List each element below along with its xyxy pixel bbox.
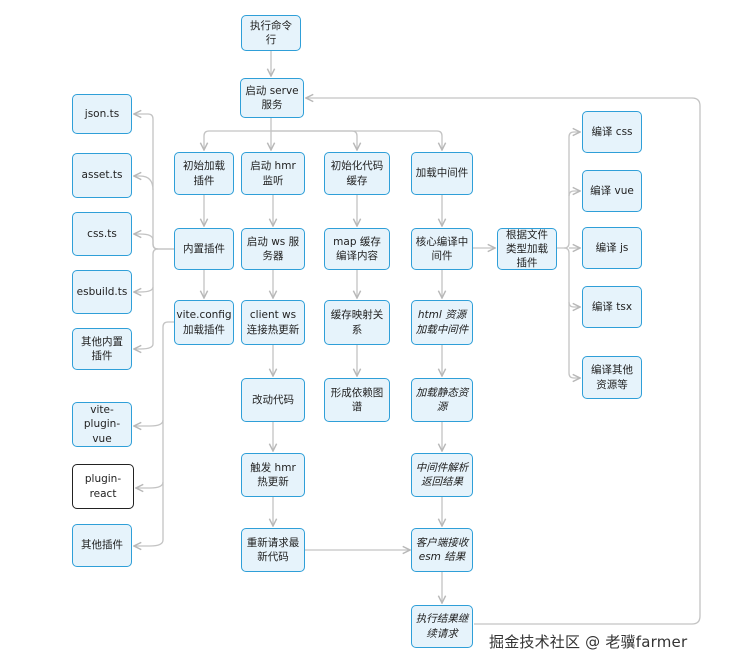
node-other-builtin: 其他内置插件 xyxy=(72,328,132,370)
edge-bytype-other xyxy=(568,302,580,378)
node-client-ws-label: client ws连接热更新 xyxy=(246,309,300,336)
edge-builtin-asset xyxy=(134,176,154,191)
node-builtin-plugins: 内置插件 xyxy=(174,228,234,270)
node-client-esm-label: 客户端接收 esm 结果 xyxy=(415,536,469,563)
node-plugin-react-label: plugin-react xyxy=(84,473,122,500)
node-ws-server: 启动 ws 服务器 xyxy=(241,228,305,270)
node-cache-mapping: 缓存映射关系 xyxy=(324,300,390,345)
node-asset-ts-label: asset.ts xyxy=(81,169,123,182)
node-client-esm: 客户端接收 esm 结果 xyxy=(411,528,473,572)
node-client-ws: client ws连接热更新 xyxy=(241,300,305,345)
edge-builtin-json xyxy=(134,114,174,250)
node-change-code-label: 改动代码 xyxy=(252,393,294,406)
node-compile-js: 编译 js xyxy=(582,227,642,269)
node-vite-config-label: vite.config 加载插件 xyxy=(176,309,232,336)
node-compile-tsx-label: 编译 tsx xyxy=(591,300,633,313)
node-rerequest: 重新请求最新代码 xyxy=(241,528,305,572)
node-init-plugins-label: 初始加载插件 xyxy=(183,160,225,187)
node-other-builtin-label: 其他内置插件 xyxy=(81,335,123,362)
edge-bytype-css xyxy=(557,132,580,249)
node-rerequest-label: 重新请求最新代码 xyxy=(246,536,300,563)
node-json-ts-label: json.ts xyxy=(84,107,120,120)
node-change-code: 改动代码 xyxy=(241,378,305,422)
node-other-plugins-label: 其他插件 xyxy=(81,539,123,552)
edge-continue-serve xyxy=(306,98,701,625)
node-other-plugins: 其他插件 xyxy=(72,524,132,567)
edge-builtin-other xyxy=(134,287,154,349)
node-dependency-graph: 形成依赖图谱 xyxy=(324,378,390,422)
node-static-resources-label: 加载静态资源 xyxy=(415,386,469,413)
node-load-middleware: 加载中间件 xyxy=(411,152,473,195)
node-compile-css-label: 编译 css xyxy=(591,125,633,138)
node-plugin-vue-label: vite-plugin-vue xyxy=(83,404,121,445)
node-ws-server-label: 启动 ws 服务器 xyxy=(246,235,300,262)
node-core-middleware: 核心编译中间件 xyxy=(411,228,473,270)
node-map-cache: map 缓存编译内容 xyxy=(324,228,390,270)
edge-vite-config-vue xyxy=(134,321,174,426)
node-plugin-vue: vite-plugin-vue xyxy=(72,402,132,447)
edge-serve-branch-mw xyxy=(271,130,442,150)
node-html-middleware-label: html 资源加载中间件 xyxy=(415,309,469,336)
node-compile-tsx: 编译 tsx xyxy=(582,286,642,328)
node-hmr-listen: 启动 hmr 监听 xyxy=(241,152,305,195)
node-esbuild-ts: esbuild.ts xyxy=(72,270,132,314)
edge-vite-config-other xyxy=(134,482,164,546)
edge-bytype-vue xyxy=(568,191,580,197)
node-map-cache-label: map 缓存编译内容 xyxy=(333,235,381,262)
node-compile-js-label: 编译 js xyxy=(595,241,629,254)
edge-vite-config-react xyxy=(136,420,164,488)
node-serve: 启动 serve 服务 xyxy=(240,78,304,118)
edge-serve-branch-init-plugins xyxy=(204,130,271,150)
node-static-resources: 加载静态资源 xyxy=(411,378,473,422)
node-continue-request: 执行结果继续请求 xyxy=(411,605,473,648)
node-middleware-parse: 中间件解析返回结果 xyxy=(411,453,473,497)
edge-serve-branch-cache xyxy=(271,130,357,150)
node-load-by-type: 根据文件类型加载插件 xyxy=(497,228,557,270)
node-compile-css: 编译 css xyxy=(582,111,642,153)
node-compile-vue-label: 编译 vue xyxy=(590,184,634,197)
node-core-middleware-label: 核心编译中间件 xyxy=(415,235,469,262)
node-init-plugins: 初始加载插件 xyxy=(174,152,234,195)
node-middleware-parse-label: 中间件解析返回结果 xyxy=(415,461,469,488)
node-builtin-plugins-label: 内置插件 xyxy=(183,242,225,255)
node-hmr-listen-label: 启动 hmr 监听 xyxy=(250,160,296,187)
node-exec: 执行命令行 xyxy=(241,15,301,51)
node-compile-other: 编译其他资源等 xyxy=(582,356,642,399)
node-dependency-graph-label: 形成依赖图谱 xyxy=(330,386,384,413)
node-init-cache: 初始化代码缓存 xyxy=(324,152,390,195)
node-load-middleware-label: 加载中间件 xyxy=(415,167,469,180)
edge-builtin-esbuild xyxy=(134,248,159,292)
node-cache-mapping-label: 缓存映射关系 xyxy=(330,309,384,336)
node-css-ts-label: css.ts xyxy=(87,227,117,240)
node-css-ts: css.ts xyxy=(72,212,132,256)
node-continue-request-label: 执行结果继续请求 xyxy=(415,613,469,640)
node-trigger-hmr-label: 触发 hmr 热更新 xyxy=(250,461,296,488)
node-load-by-type-label: 根据文件类型加载插件 xyxy=(506,228,548,270)
node-json-ts: json.ts xyxy=(72,94,132,134)
node-asset-ts: asset.ts xyxy=(72,153,132,198)
node-trigger-hmr: 触发 hmr 热更新 xyxy=(241,453,305,497)
edge-builtin-css xyxy=(134,234,174,250)
node-vite-config: vite.config 加载插件 xyxy=(174,300,234,345)
node-esbuild-ts-label: esbuild.ts xyxy=(76,285,128,298)
edge-bytype-tsx xyxy=(563,247,580,307)
node-compile-other-label: 编译其他资源等 xyxy=(591,364,633,391)
node-serve-label: 启动 serve 服务 xyxy=(245,84,299,111)
node-plugin-react: plugin-react xyxy=(72,464,134,509)
node-compile-vue: 编译 vue xyxy=(582,170,642,212)
watermark: 掘金技术社区 @ 老骥farmer xyxy=(489,633,688,651)
node-init-cache-label: 初始化代码缓存 xyxy=(330,160,384,187)
node-html-middleware: html 资源加载中间件 xyxy=(411,300,473,345)
node-exec-label: 执行命令行 xyxy=(250,19,292,46)
